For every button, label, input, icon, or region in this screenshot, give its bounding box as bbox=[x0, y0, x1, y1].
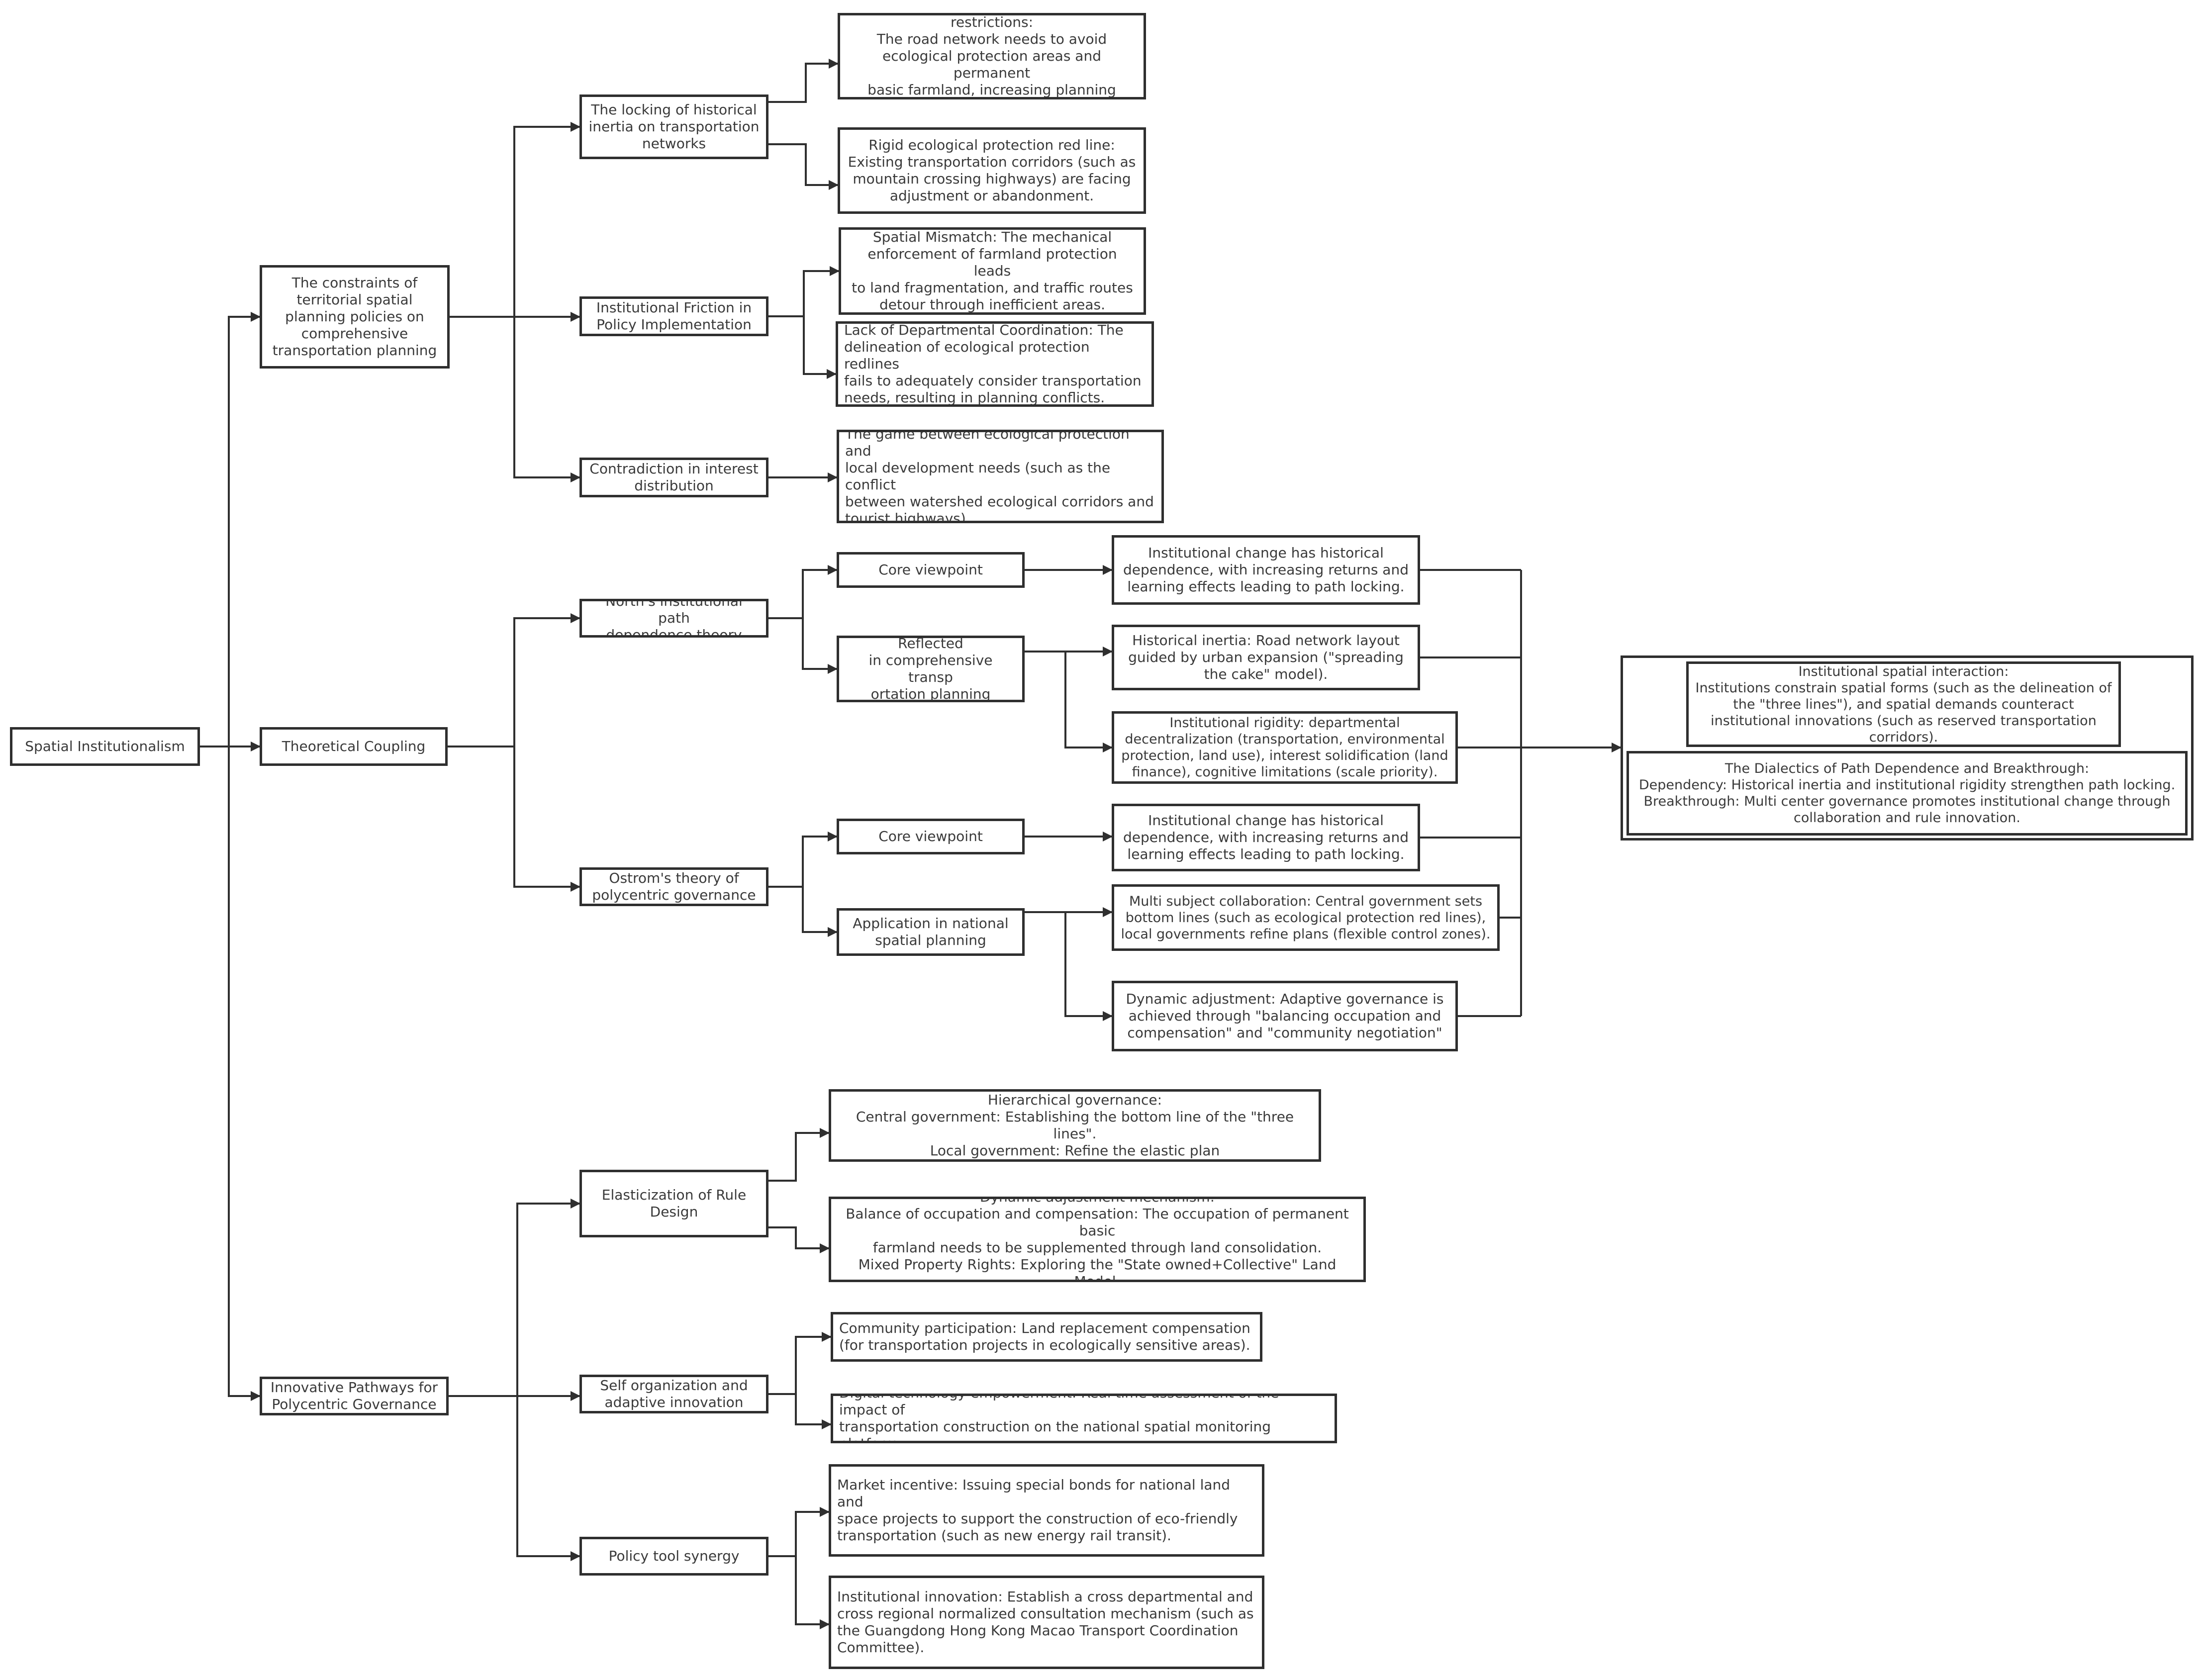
node-institutional-spatial-interaction: Institutional spatial interaction: Insti… bbox=[1686, 661, 2121, 747]
node-digital-technology: Digital technology empowerment: Real tim… bbox=[831, 1394, 1337, 1443]
node-ostrom-core-viewpoint: Core viewpoint bbox=[837, 819, 1025, 854]
node-ecology-vs-development: The game between ecological protection a… bbox=[837, 430, 1164, 523]
connector bbox=[768, 1332, 832, 1395]
node-theoretical-coupling: Theoretical Coupling bbox=[260, 727, 448, 766]
connector bbox=[768, 59, 839, 103]
node-historical-inertia-locking: The locking of historical inertia on tra… bbox=[579, 94, 768, 159]
connector bbox=[513, 317, 580, 482]
connector bbox=[768, 1128, 830, 1182]
node-policy-tool-synergy: Policy tool synergy bbox=[579, 1537, 768, 1576]
node-ostrom-core-text: Institutional change has historical depe… bbox=[1112, 804, 1420, 871]
node-market-incentive: Market incentive: Issuing special bonds … bbox=[829, 1464, 1264, 1557]
connector bbox=[803, 316, 837, 379]
connector bbox=[228, 747, 261, 1401]
node-self-organization: Self organization and adaptive innovatio… bbox=[579, 1375, 768, 1413]
node-north-core-viewpoint: Core viewpoint bbox=[837, 552, 1025, 588]
node-rule-elasticization: Elasticization of Rule Design bbox=[579, 1170, 768, 1237]
node-path-dependence-dialectics: The Dialectics of Path Dependence and Br… bbox=[1627, 751, 2188, 836]
node-dynamic-adjustment: Dynamic adjustment: Adaptive governance … bbox=[1112, 981, 1458, 1051]
connector bbox=[795, 1556, 830, 1629]
connector bbox=[450, 122, 580, 318]
node-hierarchical-governance: Hierarchical governance: Central governm… bbox=[829, 1089, 1321, 1162]
node-institutional-innovation: Institutional innovation: Establish a cr… bbox=[829, 1576, 1264, 1669]
connector bbox=[768, 1507, 830, 1557]
connector bbox=[448, 613, 580, 747]
connector bbox=[802, 618, 838, 674]
node-dynamic-adjustment-mechanism: Dynamic adjustment mechanism: Balance of… bbox=[829, 1197, 1366, 1282]
node-spatial-mismatch: Spatial Mismatch: The mechanical enforce… bbox=[839, 227, 1146, 315]
node-urban-boundary-restrictions: Urban development boundary restrictions:… bbox=[838, 13, 1146, 99]
connector bbox=[200, 312, 261, 747]
node-multi-subject-collaboration: Multi subject collaboration: Central gov… bbox=[1112, 884, 1500, 951]
connector bbox=[768, 565, 838, 619]
connector bbox=[768, 1226, 830, 1253]
node-polycentric-innovation: Innovative Pathways for Polycentric Gove… bbox=[260, 1377, 449, 1415]
connector bbox=[1064, 912, 1113, 1021]
connector bbox=[449, 1199, 580, 1397]
connector bbox=[516, 1396, 580, 1561]
node-historical-inertia: Historical inertia: Road network layout … bbox=[1112, 625, 1420, 690]
connector bbox=[513, 747, 580, 892]
node-ecological-red-line: Rigid ecological protection red line: Ex… bbox=[838, 127, 1146, 214]
connector bbox=[768, 266, 840, 317]
connector bbox=[795, 1394, 832, 1429]
node-north-core-text: Institutional change has historical depe… bbox=[1112, 535, 1420, 605]
node-institutional-friction: Institutional Friction in Policy Impleme… bbox=[579, 296, 768, 336]
root-node: Spatial Institutionalism bbox=[10, 727, 200, 766]
node-constraints: The constraints of territorial spatial p… bbox=[260, 265, 450, 369]
connector bbox=[1064, 652, 1113, 752]
node-institutional-rigidity: Institutional rigidity: departmental dec… bbox=[1112, 711, 1458, 784]
node-departmental-coordination: Lack of Departmental Coordination: The d… bbox=[836, 321, 1154, 407]
node-north-path-dependence: North's institutional path dependence th… bbox=[579, 599, 768, 638]
node-north-reflected: Reflected in comprehensive transp ortati… bbox=[837, 636, 1025, 702]
node-ostrom-polycentric: Ostrom's theory of polycentric governanc… bbox=[579, 867, 768, 906]
connector bbox=[768, 832, 838, 888]
connector bbox=[802, 887, 838, 937]
node-ostrom-application: Application in national spatial planning bbox=[837, 908, 1025, 956]
node-interest-contradiction: Contradiction in interest distribution bbox=[579, 458, 768, 497]
node-community-participation: Community participation: Land replacemen… bbox=[831, 1312, 1262, 1362]
connector bbox=[768, 143, 839, 190]
